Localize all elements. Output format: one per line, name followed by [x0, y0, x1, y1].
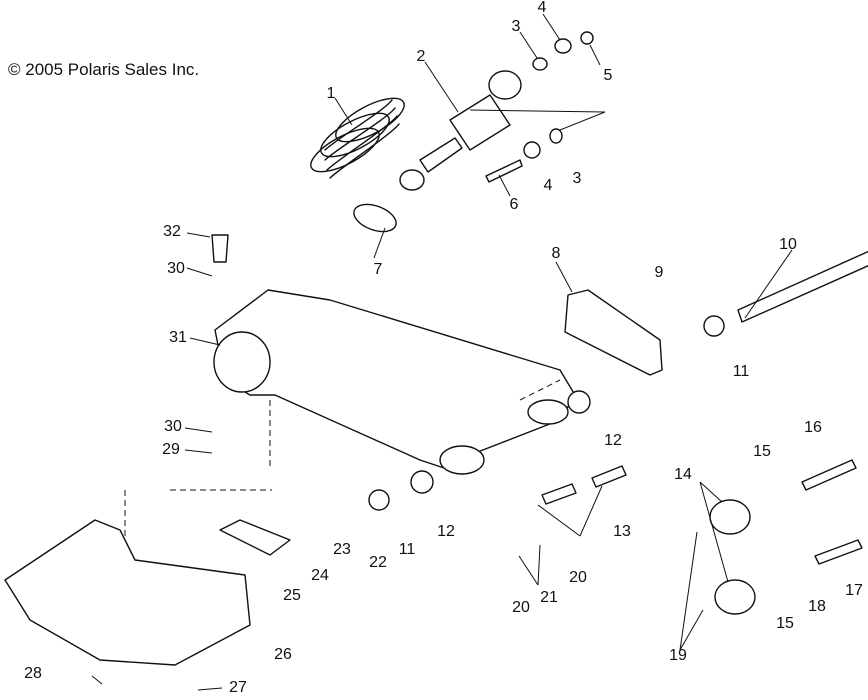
callout-31: 31 — [169, 329, 187, 346]
callout-11: 11 — [732, 363, 750, 380]
bolt-17-part — [814, 539, 863, 565]
shock-part — [399, 70, 522, 191]
callout-15b: 15 — [776, 615, 794, 632]
callout-20b: 20 — [512, 599, 530, 616]
callout-25: 25 — [283, 587, 301, 604]
nut-4b-part — [523, 141, 541, 159]
callout-4: 4 — [537, 0, 547, 16]
bolt-16-part — [801, 459, 857, 491]
dashed-centerlines — [124, 379, 561, 540]
callout-29: 29 — [162, 441, 180, 458]
callout-26: 26 — [274, 646, 292, 663]
callout-5: 5 — [603, 67, 613, 84]
roller-14a-part — [709, 499, 751, 535]
callout-3: 3 — [511, 18, 521, 35]
callout-8: 8 — [551, 245, 561, 262]
bolt-32-part — [211, 234, 229, 263]
callout-20: 20 — [569, 569, 587, 586]
nut-4-part — [554, 38, 572, 54]
bracket-8-part — [564, 289, 663, 376]
washer-11-part — [703, 315, 725, 337]
leader-lines — [91, 13, 793, 691]
swing-arm-part — [213, 289, 576, 475]
bolt-6-part — [485, 159, 523, 183]
callout-7: 7 — [373, 261, 383, 278]
callout-3b: 3 — [572, 170, 582, 187]
callout-21: 21 — [540, 589, 558, 606]
spring-part — [310, 97, 405, 179]
callout-18: 18 — [808, 598, 826, 615]
callout-28: 28 — [24, 665, 42, 682]
callout-16: 16 — [804, 419, 822, 436]
nut-5-part — [580, 31, 594, 45]
washer-7-part — [353, 203, 397, 233]
washer-11b-part — [368, 489, 390, 511]
callout-2: 2 — [416, 48, 426, 65]
axle-10-part — [737, 250, 868, 323]
callout-23: 23 — [333, 541, 351, 558]
callout-17: 17 — [845, 582, 863, 599]
callout-10: 10 — [779, 236, 797, 253]
callout-30b: 30 — [167, 260, 185, 277]
callout-32: 32 — [163, 223, 181, 240]
callout-11b: 11 — [398, 541, 416, 558]
callout-30: 30 — [164, 418, 182, 435]
callout-9: 9 — [654, 264, 664, 281]
callout-1: 1 — [326, 85, 336, 102]
washer-12-part — [567, 390, 591, 414]
pin-13a-part — [541, 483, 577, 505]
roller-14b-part — [714, 579, 756, 615]
callout-14: 14 — [674, 466, 692, 483]
bumper-25-part — [219, 519, 291, 556]
washer-12b-part — [410, 470, 434, 494]
callout-13: 13 — [613, 523, 631, 540]
callout-24: 24 — [311, 567, 329, 584]
callout-12: 12 — [604, 432, 622, 449]
callout-6: 6 — [509, 196, 519, 213]
callout-4b: 4 — [543, 177, 553, 194]
skid-26-part — [4, 519, 251, 666]
callout-15: 15 — [753, 443, 771, 460]
washer-3-part — [532, 57, 548, 71]
callout-22: 22 — [369, 554, 387, 571]
callout-27: 27 — [229, 679, 247, 696]
copyright-notice: © 2005 Polaris Sales Inc. — [8, 60, 200, 79]
callout-12b: 12 — [437, 523, 455, 540]
pin-13b-part — [591, 465, 627, 488]
callout-19: 19 — [669, 647, 687, 664]
washer-3b-part — [549, 128, 563, 144]
